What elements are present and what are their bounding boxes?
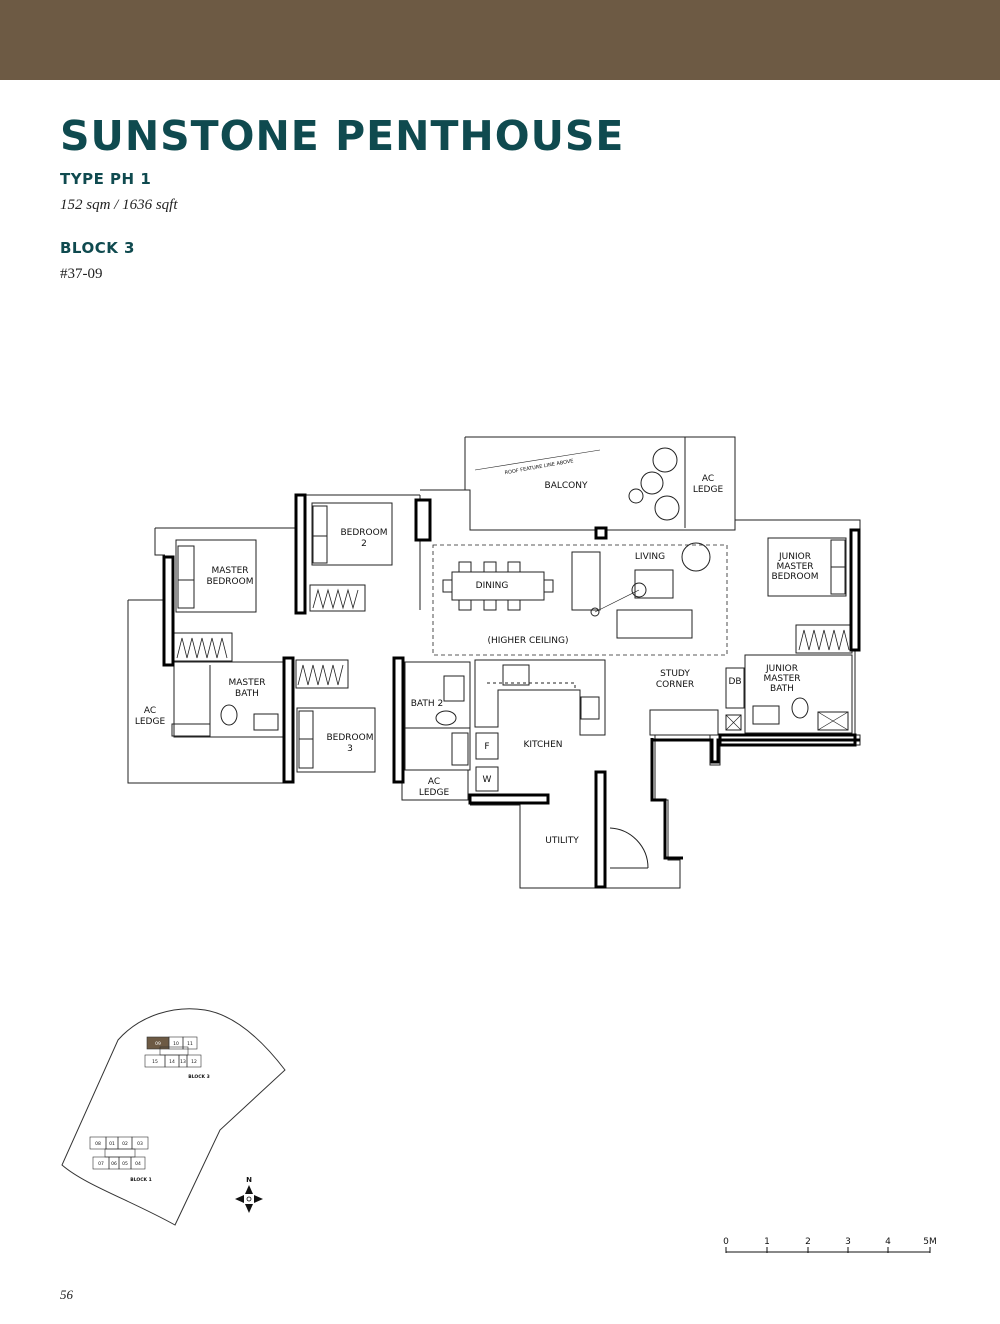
ac-ledge-left-label-1: AC (144, 706, 156, 716)
block1-label: BLOCK 1 (130, 1177, 151, 1183)
bedroom3-label-2: 3 (347, 744, 353, 754)
living-label: LIVING (635, 552, 665, 562)
scale-tick-0: 0 (723, 1237, 729, 1247)
block3-unit-10: 10 (173, 1041, 179, 1047)
junior-master-bedroom-label-3: BEDROOM (772, 572, 819, 582)
bath2-label: BATH 2 (411, 699, 443, 709)
unit-number: #37-09 (60, 266, 103, 282)
header-band (0, 0, 1000, 80)
block3-unit-14: 14 (169, 1059, 175, 1065)
site-boundary (61, 1008, 286, 1226)
kitchen-label: KITCHEN (524, 740, 563, 750)
roof-feature-label: ROOF FEATURE LINE ABOVE (504, 458, 574, 476)
ac-ledge-left-label-2: LEDGE (135, 717, 166, 727)
junior-master-bedroom-label-2: MASTER (776, 562, 813, 572)
block3-unit-13: 13 (180, 1059, 186, 1065)
page-number: 56 (60, 1287, 73, 1302)
scale-bar: 0 1 2 3 4 5M (723, 1237, 937, 1253)
block1-unit-06: 06 (111, 1161, 117, 1167)
scale-tick-3: 3 (845, 1237, 851, 1247)
unit-area: 152 sqm / 1636 sqft (60, 197, 178, 213)
scale-tick-4: 4 (885, 1237, 891, 1247)
compass-icon: N (235, 1176, 263, 1213)
floor-plan: ROOF FEATURE LINE ABOVE BALCONY AC LEDGE… (127, 436, 861, 889)
block3-unit-15: 15 (152, 1059, 158, 1065)
fridge-label: F (484, 742, 489, 752)
scale-tick-2: 2 (805, 1237, 811, 1247)
ac-ledge-top-label-2: LEDGE (693, 485, 724, 495)
bedroom2-label-2: 2 (361, 539, 367, 549)
balcony-label: BALCONY (545, 481, 588, 491)
junior-master-bath-label-3: BATH (770, 684, 794, 694)
block1-unit-08: 08 (95, 1141, 101, 1147)
ac-ledge-top-label-1: AC (702, 474, 714, 484)
scale-tick-5m: 5M (923, 1237, 937, 1247)
block3-unit-09: 09 (155, 1041, 161, 1047)
master-bath-label-2: BATH (235, 689, 259, 699)
block1-unit-04: 04 (135, 1161, 141, 1167)
block3-label: BLOCK 3 (188, 1074, 209, 1080)
study-corner-label-1: STUDY (660, 669, 690, 679)
site-plan: 09 10 11 15 14 13 12 BLOCK 3 08 01 02 03… (61, 1008, 286, 1226)
unit-type: TYPE PH 1 (60, 170, 152, 188)
page-title: SUNSTONE PENTHOUSE (60, 112, 625, 160)
block3-unit-11: 11 (187, 1041, 193, 1047)
master-bedroom-label-1: MASTER (211, 566, 248, 576)
dining-label: DINING (476, 581, 509, 591)
study-corner-label-2: CORNER (656, 680, 694, 690)
block1-unit-01: 01 (109, 1141, 115, 1147)
bedroom2-label-1: BEDROOM (341, 528, 388, 538)
block1-unit-03: 03 (137, 1141, 143, 1147)
junior-master-bath-label-1: JUNIOR (765, 664, 798, 674)
block1-unit-02: 02 (122, 1141, 128, 1147)
washer-label: W (483, 775, 492, 785)
master-bath-label-1: MASTER (228, 678, 265, 688)
utility-label: UTILITY (545, 836, 579, 846)
block1-unit-07: 07 (98, 1161, 104, 1167)
junior-master-bath-label-2: MASTER (763, 674, 800, 684)
db-label: DB (728, 677, 741, 687)
junior-master-bedroom-label-1: JUNIOR (778, 552, 811, 562)
ac-ledge-bottom-label-2: LEDGE (419, 788, 450, 798)
north-label: N (246, 1176, 252, 1184)
block-label: BLOCK 3 (60, 239, 135, 257)
master-bedroom-label-2: BEDROOM (207, 577, 254, 587)
bedroom3-label-1: BEDROOM (327, 733, 374, 743)
scale-tick-1: 1 (764, 1237, 770, 1247)
block3-unit-12: 12 (191, 1059, 197, 1065)
higher-ceiling-label: (HIGHER CEILING) (488, 636, 569, 646)
block1-unit-05: 05 (122, 1161, 128, 1167)
ac-ledge-bottom-label-1: AC (428, 777, 440, 787)
